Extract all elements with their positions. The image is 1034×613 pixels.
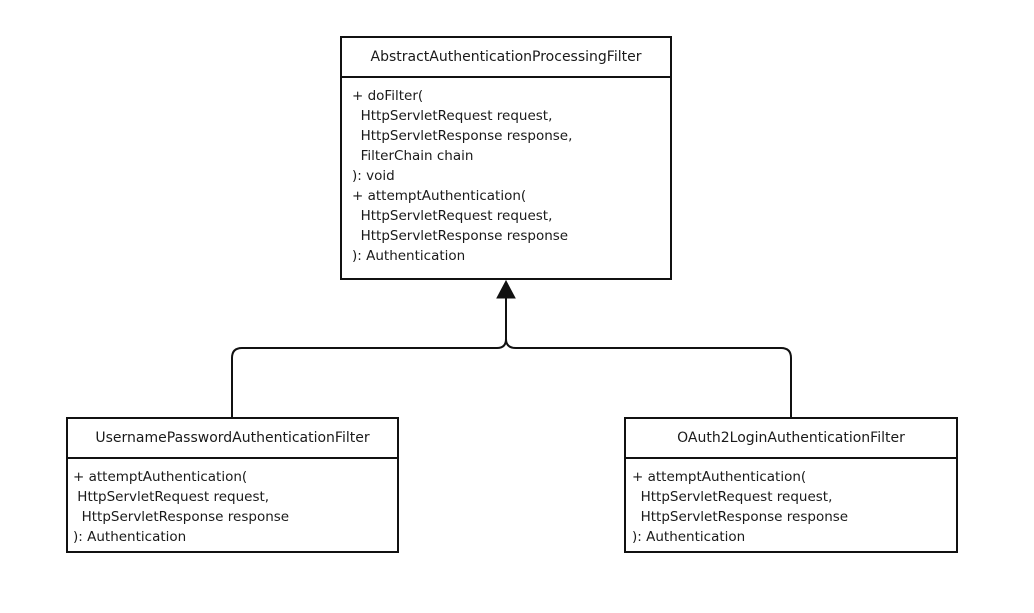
method-line: ): Authentication xyxy=(73,529,187,545)
method-line: ): Authentication xyxy=(352,248,466,264)
method-line: HttpServletResponse response xyxy=(352,228,569,244)
method-line: HttpServletResponse response xyxy=(73,509,290,525)
class-name: AbstractAuthenticationProcessingFilter xyxy=(342,38,670,78)
class-methods: + attemptAuthentication( HttpServletRequ… xyxy=(68,459,397,555)
method-line: ): void xyxy=(352,168,395,184)
class-name: UsernamePasswordAuthenticationFilter xyxy=(68,419,397,459)
method-line: HttpServletResponse response xyxy=(632,509,849,525)
method-line: + attemptAuthentication( xyxy=(352,188,527,204)
method-line: HttpServletRequest request, xyxy=(73,489,270,505)
generalization-arrowhead xyxy=(496,279,516,299)
class-oauth2-login-authentication-filter[interactable]: OAuth2LoginAuthenticationFilter + attemp… xyxy=(624,417,958,553)
method-line: + attemptAuthentication( xyxy=(73,469,248,485)
inheritance-line xyxy=(505,338,792,417)
inheritance-line xyxy=(231,298,507,417)
class-abstract-authentication-processing-filter[interactable]: AbstractAuthenticationProcessingFilter +… xyxy=(340,36,672,280)
method-line: + attemptAuthentication( xyxy=(632,469,807,485)
method-line: ): Authentication xyxy=(632,529,746,545)
method-line: FilterChain chain xyxy=(352,148,474,164)
class-methods: + attemptAuthentication( HttpServletRequ… xyxy=(626,459,956,555)
method-line: HttpServletResponse response, xyxy=(352,128,573,144)
class-methods: + doFilter( HttpServletRequest request, … xyxy=(342,78,670,274)
class-name: OAuth2LoginAuthenticationFilter xyxy=(626,419,956,459)
method-line: HttpServletRequest request, xyxy=(632,489,833,505)
method-line: HttpServletRequest request, xyxy=(352,108,553,124)
class-username-password-authentication-filter[interactable]: UsernamePasswordAuthenticationFilter + a… xyxy=(66,417,399,553)
method-line: HttpServletRequest request, xyxy=(352,208,553,224)
method-line: + doFilter( xyxy=(352,88,424,104)
